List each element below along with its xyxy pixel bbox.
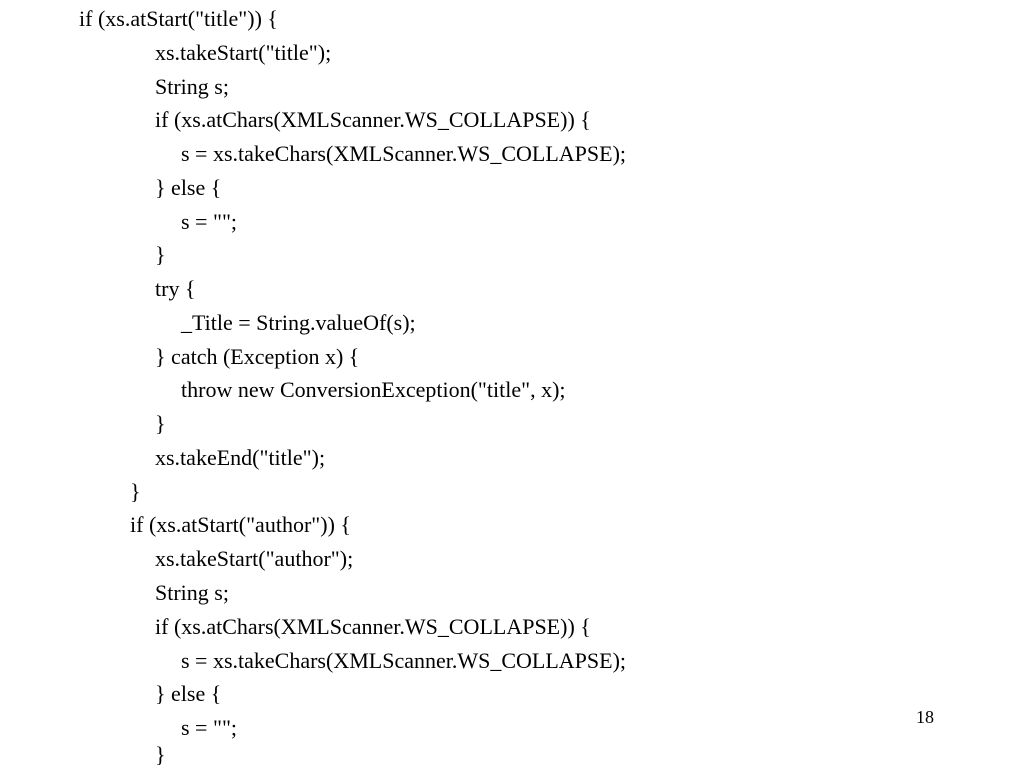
code-line: s = xs.takeChars(XMLScanner.WS_COLLAPSE)… [181,648,627,673]
code-line: } else { [155,175,222,200]
code-line: s = ""; [181,715,238,740]
code-line: } catch (Exception x) { [155,344,360,369]
code-line: _Title = String.valueOf(s); [181,310,416,335]
code-line: String s; [155,74,229,99]
code-line: } [155,742,166,767]
code-line: try { [155,276,196,301]
code-line: } [130,479,141,504]
code-line: } [155,411,166,436]
page-number: 18 [916,707,934,727]
code-line: } else { [155,681,222,706]
code-line: if (xs.atStart("author")) { [130,512,351,537]
code-line: xs.takeStart("title"); [155,40,332,65]
code-line: s = xs.takeChars(XMLScanner.WS_COLLAPSE)… [181,141,627,166]
code-line: if (xs.atStart("title")) { [79,6,278,31]
code-line: throw new ConversionException("title", x… [181,377,566,402]
code-line: s = ""; [181,209,238,234]
code-line: if (xs.atChars(XMLScanner.WS_COLLAPSE)) … [155,614,591,639]
code-line: xs.takeStart("author"); [155,546,354,571]
code-line: String s; [155,580,229,605]
code-line: xs.takeEnd("title"); [155,445,326,470]
code-line: if (xs.atChars(XMLScanner.WS_COLLAPSE)) … [155,107,591,132]
code-line: } [155,242,166,267]
